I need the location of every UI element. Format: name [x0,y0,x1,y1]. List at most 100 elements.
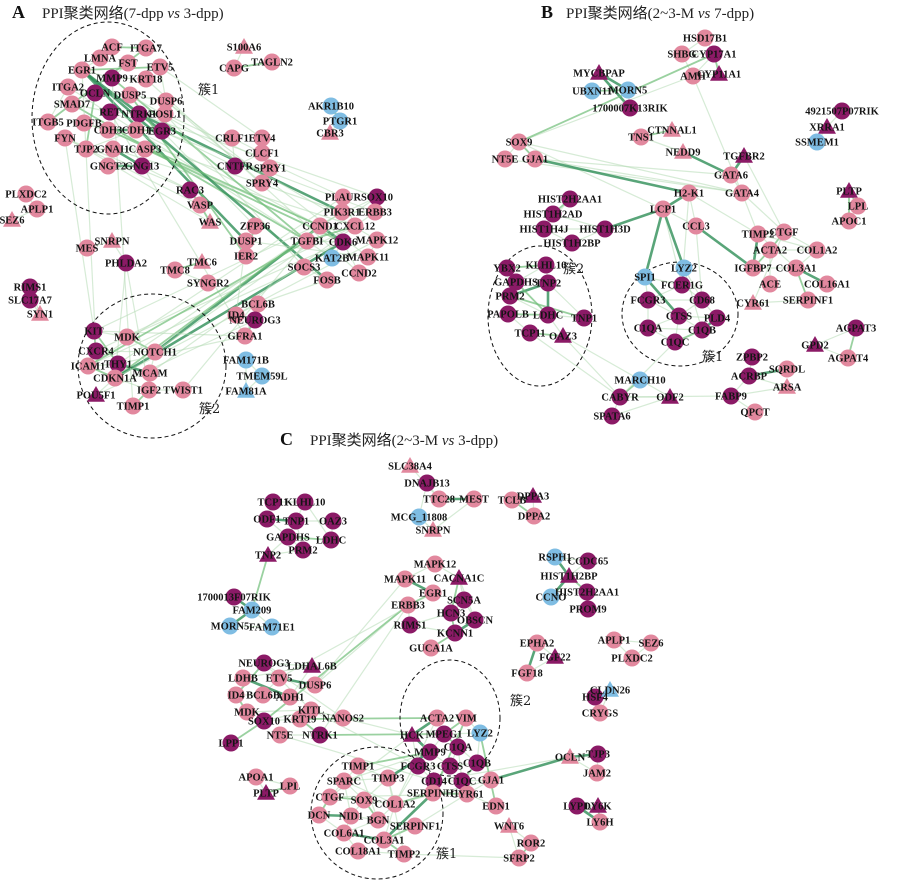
panel-a-node-egr1-marker[interactable] [73,61,91,79]
panel-c-node-col3a1-marker[interactable] [375,831,393,849]
panel-c-node-hck-marker[interactable] [403,726,421,742]
panel-a-node-acf-marker[interactable] [103,38,121,56]
panel-a-node-casp3-marker[interactable] [136,140,154,158]
panel-c-node-mpeg1-marker[interactable] [435,725,453,743]
panel-c-node-dnajb13-marker[interactable] [418,474,436,492]
panel-b-node-agpat3-marker[interactable] [847,319,865,337]
panel-a-node-notch1-marker[interactable] [146,343,164,361]
panel-a-node-cdh1-marker[interactable] [127,121,145,139]
panel-a-node-fosl1-marker[interactable] [156,105,174,123]
panel-a-node-gng13-marker[interactable] [133,157,151,175]
panel-b-node-gapdhs-marker[interactable] [507,273,525,291]
panel-b-node-serpinf1-marker[interactable] [799,291,817,309]
panel-b-node-hist1h3d-marker[interactable] [596,220,614,238]
panel-c-node-jam2-marker[interactable] [588,764,606,782]
panel-b-node-col3a1-marker[interactable] [787,259,805,277]
panel-b-node-4921507p07rik-marker[interactable] [833,102,851,120]
panel-a-node-snrpn-marker[interactable] [103,232,121,248]
panel-b-node-c1qb-marker[interactable] [693,321,711,339]
panel-c-node-scn5a-marker[interactable] [455,591,473,609]
panel-c-node-fam209-marker[interactable] [243,601,261,619]
panel-b-node-qpct-marker[interactable] [746,403,764,421]
panel-a-node-fst-marker[interactable] [119,54,137,72]
panel-c-node-rsph1-marker[interactable] [546,548,564,566]
panel-c-node-egr1-marker[interactable] [424,584,442,602]
panel-a-node-lmna-marker[interactable] [91,49,109,67]
panel-b-node-cyr61-marker[interactable] [744,294,762,310]
panel-b-node-prm2-marker[interactable] [501,287,519,305]
panel-c-node-epha2-marker[interactable] [528,634,546,652]
panel-b-node-hist1h4j-marker[interactable] [535,220,553,238]
panel-a-node-mcam-marker[interactable] [141,364,159,382]
panel-a-node-id4-marker[interactable] [227,306,245,324]
panel-a-node-itga2-marker[interactable] [59,78,77,96]
panel-b-node-pltp-marker[interactable] [840,182,858,198]
panel-a-node-gngt2-marker[interactable] [99,157,117,175]
panel-a-node-icam1-marker[interactable] [79,357,97,375]
panel-c-node-c1qa-marker[interactable] [449,738,467,756]
panel-b-node-sqrdl-marker[interactable] [778,360,796,378]
panel-b-node-c1qc-marker[interactable] [666,333,684,351]
panel-a-node-phlda2-marker[interactable] [117,254,135,272]
panel-c-node-tclb-marker[interactable] [503,491,521,509]
panel-b-node-ccl3-marker[interactable] [687,217,705,235]
panel-c-node-mest-marker[interactable] [465,490,483,508]
panel-a-node-cdkn1a-marker[interactable] [106,369,124,387]
panel-b-node-hist2h2aa1-marker[interactable] [561,190,579,208]
panel-c-node-gapdhs-marker[interactable] [279,528,297,546]
panel-a-node-cbr3-marker[interactable] [321,124,339,140]
panel-a-node-itgb5-marker[interactable] [39,113,57,131]
panel-a-node-mes-marker[interactable] [78,239,96,257]
panel-b-node-ubxn11-marker[interactable] [583,82,601,100]
panel-b-node-lyz2-marker[interactable] [675,259,693,277]
panel-c-node-krt19-marker[interactable] [291,710,309,728]
panel-c-node-lypd-marker[interactable] [568,797,586,815]
panel-a-node-etv5-marker[interactable] [151,58,169,76]
panel-c-node-obscn-marker[interactable] [466,611,484,629]
panel-a-node-spry1-marker[interactable] [261,159,279,177]
panel-c-node-edn1-marker[interactable] [487,797,505,815]
panel-c-node-cacna1c-marker[interactable] [450,569,468,585]
panel-c-node-ly6h-marker[interactable] [591,813,609,831]
panel-a-node-twist1-marker[interactable] [174,381,192,399]
panel-c-node-prm2-marker[interactable] [294,541,312,559]
panel-c-node-fcgr3-marker[interactable] [409,757,427,775]
panel-c-node-fgf18-marker[interactable] [518,664,536,682]
panel-a-node-cdh3-marker[interactable] [99,121,117,139]
panel-c-node-lpl-marker[interactable] [281,777,299,795]
panel-b-node-h2-k1-marker[interactable] [680,184,698,202]
panel-a-node-aplp1-marker[interactable] [28,200,46,218]
panel-b-node-acta2-marker[interactable] [761,241,779,259]
panel-c-node-fam71e1-marker[interactable] [263,618,281,636]
panel-a-node-pou5f1-marker[interactable] [87,386,105,402]
panel-a-node-capg-marker[interactable] [225,59,243,77]
panel-a-node-tagln2-marker[interactable] [263,53,281,71]
panel-c-node-ror2-marker[interactable] [522,834,540,852]
panel-c-node-aplp1-marker[interactable] [605,631,623,649]
panel-c-node-ccno-marker[interactable] [542,588,560,606]
panel-b-node-march10-marker[interactable] [631,371,649,389]
panel-a-node-slc17a7-marker[interactable] [21,291,39,309]
panel-a-node-spry4-marker[interactable] [253,174,271,192]
panel-c-node-rims1-marker[interactable] [401,616,419,634]
panel-c-node-tnp2-marker[interactable] [259,546,277,562]
panel-c-node-id4-marker[interactable] [227,686,245,704]
panel-b-node-zpbp2-marker[interactable] [743,348,761,366]
panel-a-node-clcf1-marker[interactable] [253,144,271,162]
panel-b-node-ctnnal1-marker[interactable] [663,121,681,137]
panel-a-node-fam171b-marker[interactable] [237,351,255,369]
panel-a-node-kat2b-marker[interactable] [323,249,341,267]
panel-b-node-agpat4-marker[interactable] [839,349,857,367]
panel-b-node-timp2-marker[interactable] [749,225,767,243]
panel-c-node-mapk12-marker[interactable] [426,555,444,573]
panel-b-node-spata6-marker[interactable] [603,407,621,425]
panel-c-node-serpinh1-marker[interactable] [424,784,442,802]
panel-c-node-odf1-marker[interactable] [258,510,276,528]
panel-c-node-klhl10-marker[interactable] [296,493,314,511]
panel-c-node-timp2-marker[interactable] [395,845,413,863]
panel-c-node-col1a2-marker[interactable] [386,795,404,813]
panel-c-node-fgf22-marker[interactable] [546,648,564,664]
panel-b-node-1700007k13rik-marker[interactable] [621,99,639,117]
panel-a-node-s100a6-marker[interactable] [235,38,253,54]
panel-c-node-sox10-marker[interactable] [255,712,273,730]
